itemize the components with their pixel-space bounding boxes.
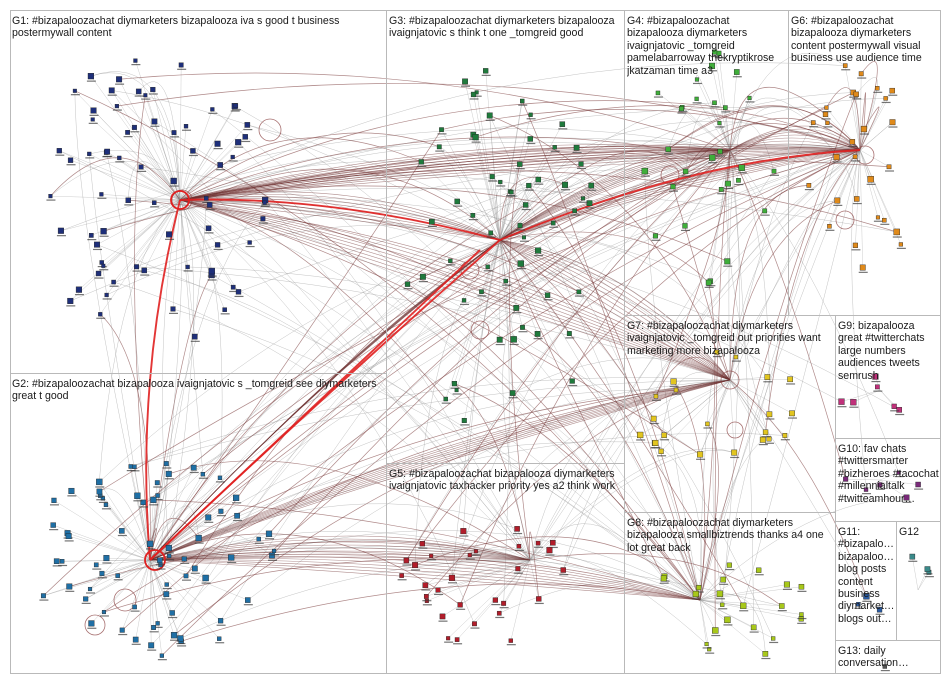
group-box-g3 [386, 10, 625, 464]
group-label-g12: G12 [899, 526, 920, 538]
group-box-g2 [10, 373, 387, 674]
group-label-g9: G9: bizapalooza great #twitterchats larg… [838, 320, 925, 382]
group-box-g1 [10, 10, 387, 374]
group-label-g10: G10: fav chats #twittersmarter #bizheroe… [838, 443, 939, 505]
group-label-g11: G11: #bizapalo… bizapaloo… blog posts co… [838, 526, 895, 625]
edge-layer [43, 52, 930, 667]
group-label-g3: G3: #bizapaloozachat diymarketers bizapa… [389, 15, 615, 40]
node-layer [39, 49, 934, 672]
group-label-g1: G1: #bizapaloozachat diymarketers bizapa… [12, 15, 340, 40]
group-label-g4: G4: #bizapaloozachat bizapalooza diymark… [627, 15, 775, 77]
group-label-g2: G2: #bizapaloozachat bizapalooza ivaignj… [12, 378, 377, 403]
group-label-g13: G13: daily conversation… [838, 645, 909, 670]
group-box-g13 [835, 640, 941, 674]
group-label-g5: G5: #bizapaloozachat bizapalooza diymark… [389, 468, 616, 493]
group-label-g8: G8: #bizapaloozachat diymarketers bizapa… [627, 517, 824, 554]
strong-edge-layer [144, 149, 861, 571]
group-label-g6: G6: #bizapaloozachat bizapalooza diymark… [791, 15, 922, 65]
group-label-g7: G7: #bizapaloozachat diymarketers ivaign… [627, 320, 821, 357]
